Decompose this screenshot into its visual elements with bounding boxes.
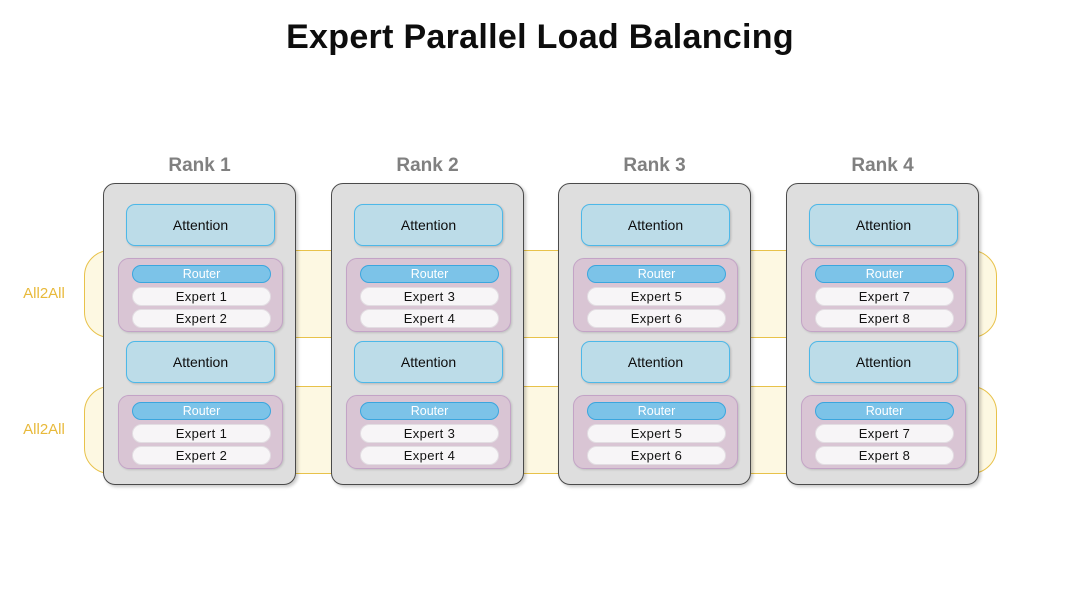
expert-pill: Expert 2 [132,309,271,328]
rank-card-2: Attention Router Expert 3 Expert 4 Atten… [331,183,524,485]
moe-group: Router Expert 1 Expert 2 [118,258,283,332]
attention-block: Attention [354,341,503,383]
router-pill: Router [360,402,499,420]
rank-label-4: Rank 4 [851,155,914,176]
rank-card-1: Attention Router Expert 1 Expert 2 Atten… [103,183,296,485]
attention-block: Attention [581,341,730,383]
all2all-label-top: All2All [23,285,65,302]
page-title: Expert Parallel Load Balancing [286,18,794,56]
expert-pill: Expert 1 [132,287,271,306]
attention-block: Attention [354,204,503,246]
moe-group: Router Expert 5 Expert 6 [573,258,738,332]
router-pill: Router [132,265,271,283]
rank-card-4: Attention Router Expert 7 Expert 8 Atten… [786,183,979,485]
expert-pill: Expert 7 [815,424,954,443]
rank-card-3: Attention Router Expert 5 Expert 6 Atten… [558,183,751,485]
expert-pill: Expert 5 [587,424,726,443]
rank-label-3: Rank 3 [623,155,686,176]
expert-pill: Expert 1 [132,424,271,443]
moe-group: Router Expert 7 Expert 8 [801,395,966,469]
moe-group: Router Expert 1 Expert 2 [118,395,283,469]
router-pill: Router [360,265,499,283]
expert-pill: Expert 4 [360,446,499,465]
expert-pill: Expert 8 [815,309,954,328]
attention-block: Attention [809,341,958,383]
router-pill: Router [815,402,954,420]
expert-pill: Expert 7 [815,287,954,306]
layer-stack-4: Attention Router Expert 7 Expert 8 Atten… [787,184,980,486]
router-pill: Router [587,265,726,283]
expert-pill: Expert 6 [587,446,726,465]
moe-group: Router Expert 3 Expert 4 [346,395,511,469]
layer-stack-1: Attention Router Expert 1 Expert 2 Atten… [104,184,297,486]
layer-stack-3: Attention Router Expert 5 Expert 6 Atten… [559,184,752,486]
expert-pill: Expert 4 [360,309,499,328]
moe-group: Router Expert 7 Expert 8 [801,258,966,332]
attention-block: Attention [126,341,275,383]
router-pill: Router [815,265,954,283]
router-pill: Router [132,402,271,420]
expert-pill: Expert 6 [587,309,726,328]
expert-pill: Expert 3 [360,424,499,443]
router-pill: Router [587,402,726,420]
moe-group: Router Expert 3 Expert 4 [346,258,511,332]
expert-pill: Expert 8 [815,446,954,465]
rank-label-2: Rank 2 [396,155,459,176]
attention-block: Attention [581,204,730,246]
rank-label-1: Rank 1 [168,155,231,176]
attention-block: Attention [126,204,275,246]
layer-stack-2: Attention Router Expert 3 Expert 4 Atten… [332,184,525,486]
moe-group: Router Expert 5 Expert 6 [573,395,738,469]
expert-pill: Expert 3 [360,287,499,306]
attention-block: Attention [809,204,958,246]
all2all-label-bottom: All2All [23,421,65,438]
expert-pill: Expert 2 [132,446,271,465]
expert-pill: Expert 5 [587,287,726,306]
